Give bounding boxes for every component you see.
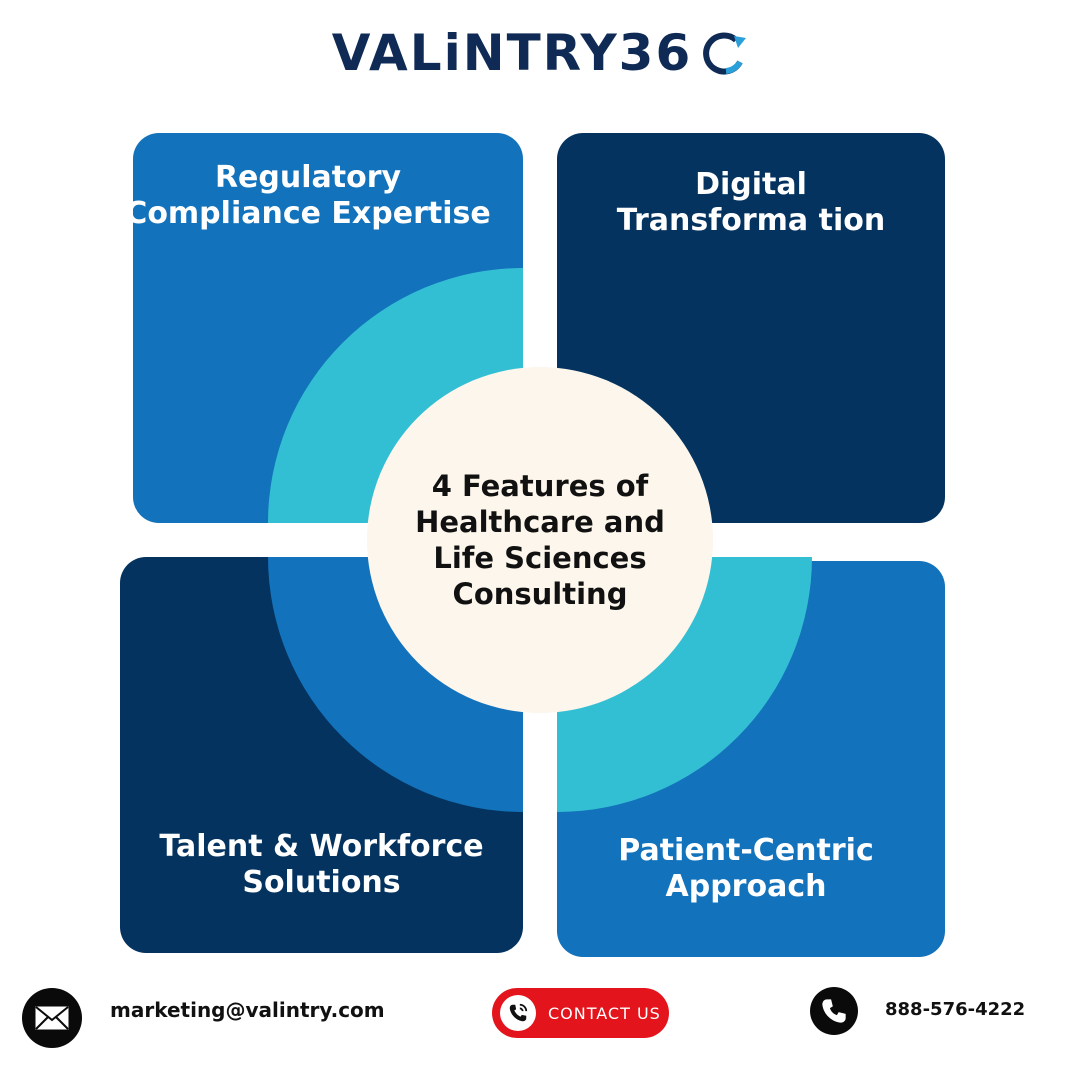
phone-number[interactable]: 888-576-4222 (885, 999, 1026, 1020)
mail-icon[interactable] (22, 988, 82, 1048)
center-title-circle: 4 Features of Healthcare and Life Scienc… (367, 367, 713, 713)
logo-circle-arrow-icon (703, 32, 747, 75)
phone-icon[interactable] (810, 987, 858, 1035)
contact-us-button[interactable]: CONTACT US (492, 988, 669, 1038)
feature-label-regulatory: Regulatory Compliance Expertise (125, 160, 491, 231)
center-title: 4 Features of Healthcare and Life Scienc… (415, 469, 665, 611)
phone-ring-icon (500, 995, 536, 1031)
contact-us-label: CONTACT US (548, 1003, 661, 1023)
feature-label-talent: Talent & Workforce Solutions (159, 829, 484, 900)
feature-label-digital: Digital Transforma tion (616, 167, 886, 238)
feature-label-patient: Patient-Centric Approach (618, 833, 874, 904)
brand-name: VALiNTRY (331, 24, 619, 82)
brand-logo: VALiNTRY 36 (0, 18, 1080, 88)
brand-suffix: 36 (618, 24, 693, 82)
email-link[interactable]: marketing@valintry.com (110, 998, 385, 1022)
